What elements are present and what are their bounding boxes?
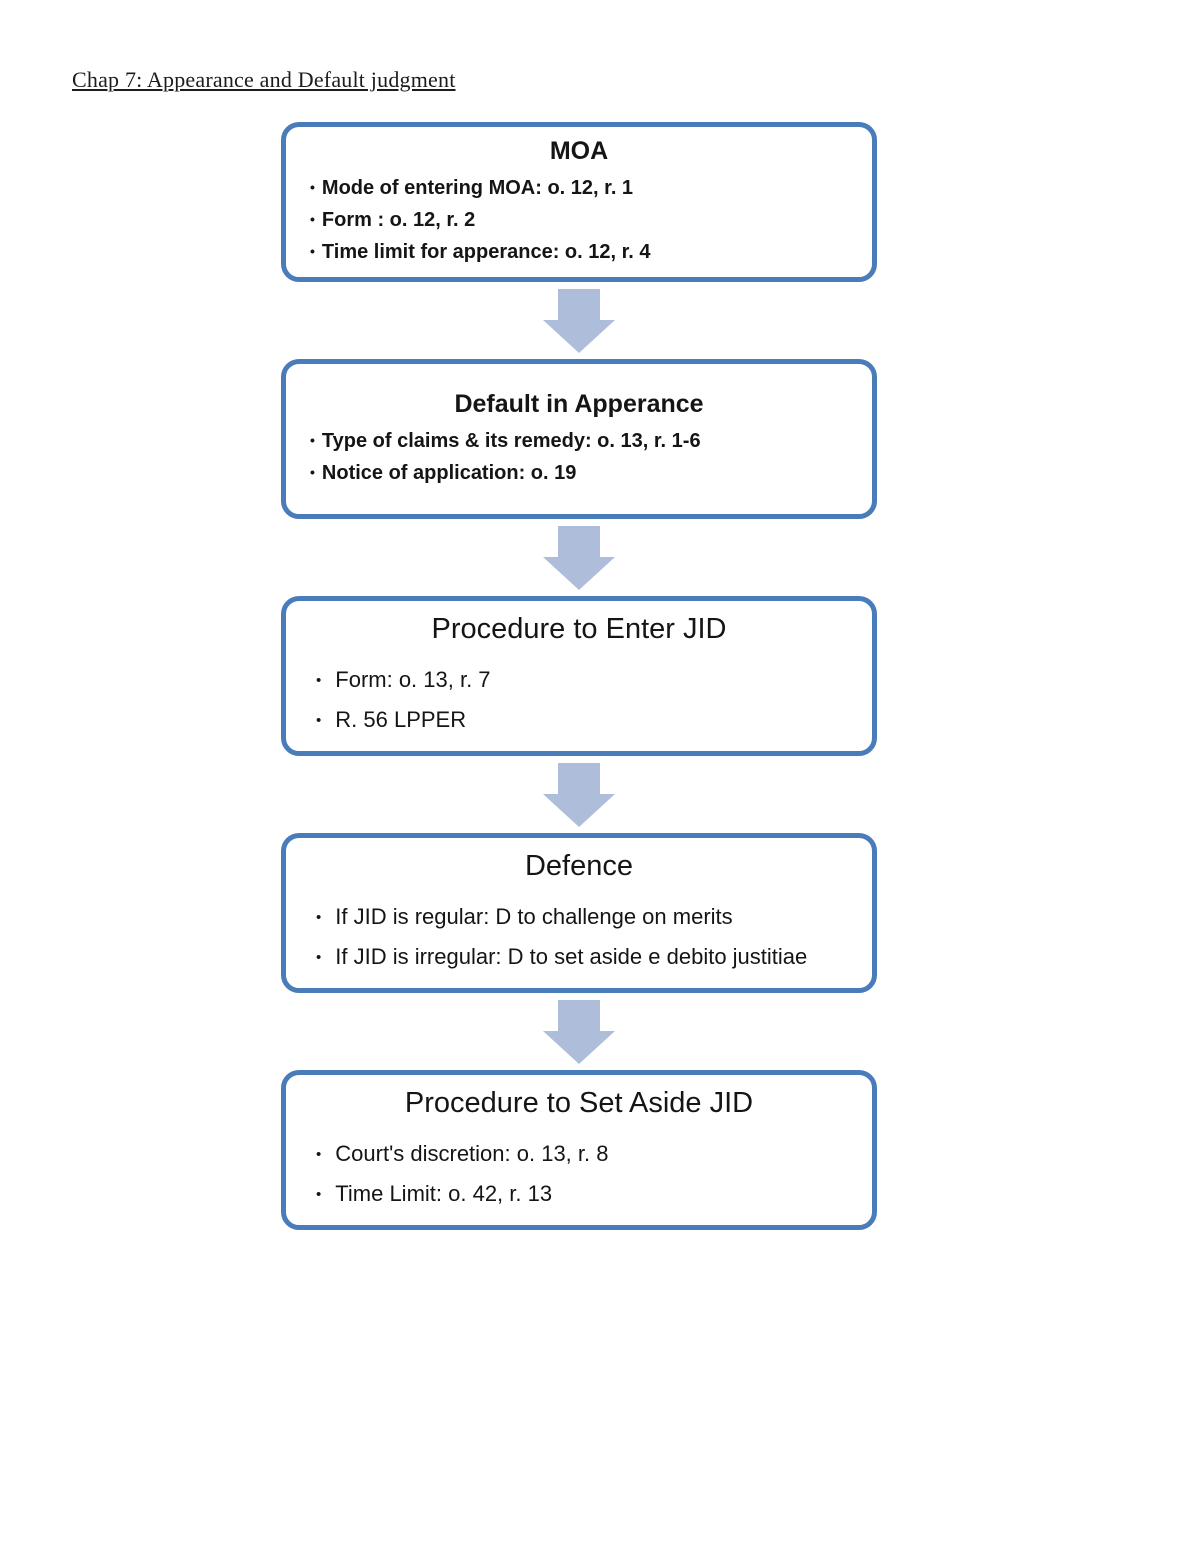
bullet-item: Notice of application: o. 19	[310, 458, 856, 490]
bullet-item: Form: o. 13, r. 7	[316, 661, 856, 701]
down-arrow-icon	[543, 999, 615, 1064]
bullet-list: Mode of entering MOA: o. 12, r. 1Form : …	[302, 173, 856, 269]
bullet-item: Mode of entering MOA: o. 12, r. 1	[310, 173, 856, 205]
bullet-item: If JID is irregular: D to set aside e de…	[316, 938, 856, 978]
bullet-item: Court's discretion: o. 13, r. 8	[316, 1135, 856, 1175]
bullet-list: Court's discretion: o. 13, r. 8Time Limi…	[302, 1135, 856, 1215]
flow-box-title: MOA	[549, 137, 609, 165]
arrow-connector	[281, 756, 877, 833]
flow-box-defence: Defence If JID is regular: D to challeng…	[281, 833, 877, 993]
down-arrow-icon	[543, 288, 615, 353]
flow-box-title: Procedure to Enter JID	[431, 613, 727, 645]
down-arrow-icon	[543, 762, 615, 827]
flow-box-default-in-apperance: Default in Apperance Type of claims & it…	[281, 359, 877, 519]
bullet-list: Type of claims & its remedy: o. 13, r. 1…	[302, 426, 856, 490]
arrow-connector	[281, 993, 877, 1070]
bullet-item: R. 56 LPPER	[316, 701, 856, 741]
page-title: Chap 7: Appearance and Default judgment	[72, 67, 456, 92]
bullet-item: Type of claims & its remedy: o. 13, r. 1…	[310, 426, 856, 458]
arrow-connector	[281, 519, 877, 596]
bullet-item: Form : o. 12, r. 2	[310, 205, 856, 237]
down-arrow-icon	[543, 525, 615, 590]
flowchart: MOA Mode of entering MOA: o. 12, r. 1For…	[281, 122, 877, 1230]
flow-box-procedure-to-enter-jid: Procedure to Enter JID Form: o. 13, r. 7…	[281, 596, 877, 756]
bullet-list: If JID is regular: D to challenge on mer…	[302, 898, 856, 978]
bullet-item: If JID is regular: D to challenge on mer…	[316, 898, 856, 938]
bullet-item: Time Limit: o. 42, r. 13	[316, 1175, 856, 1215]
bullet-item: Time limit for apperance: o. 12, r. 4	[310, 237, 856, 269]
flow-box-title: Procedure to Set Aside JID	[404, 1087, 754, 1119]
flow-box-title: Defence	[524, 850, 633, 882]
flow-box-procedure-to-set-aside-jid: Procedure to Set Aside JID Court's discr…	[281, 1070, 877, 1230]
flow-box-moa: MOA Mode of entering MOA: o. 12, r. 1For…	[281, 122, 877, 282]
flow-box-title: Default in Apperance	[454, 390, 704, 418]
bullet-list: Form: o. 13, r. 7R. 56 LPPER	[302, 661, 856, 741]
arrow-connector	[281, 282, 877, 359]
